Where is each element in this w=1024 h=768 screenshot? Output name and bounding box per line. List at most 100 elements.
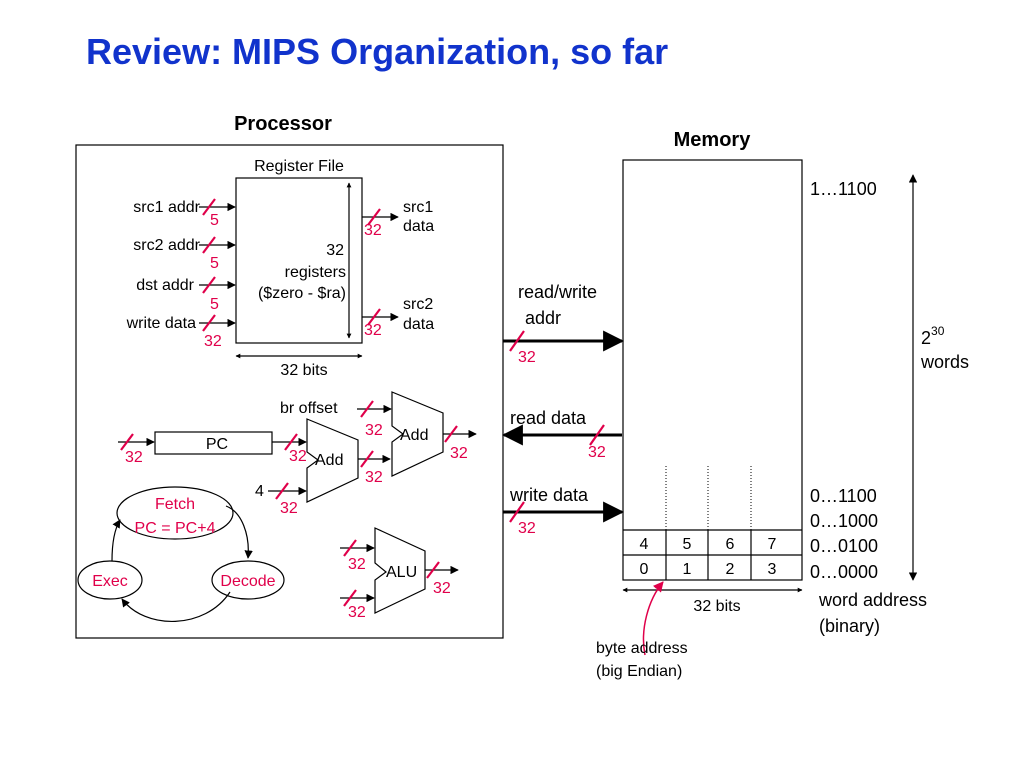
register-file-outputs: 32 src1 data 32 src2 data <box>362 199 434 339</box>
read-data-bus-slash <box>589 424 605 446</box>
address-label: 0…1000 <box>810 511 878 531</box>
register-width-label: 32 bits <box>280 362 327 379</box>
decode-to-exec-arrow <box>121 591 231 623</box>
branch-adder-label: Add <box>400 427 428 444</box>
pc-label: PC <box>206 436 228 453</box>
slide-title: Review: MIPS Organization, so far <box>86 31 669 72</box>
byte-cell: 3 <box>768 561 777 578</box>
alu-input1-bus-slash <box>343 539 357 557</box>
byte-cell: 7 <box>768 536 777 553</box>
memory-size-value: 230 <box>921 324 945 348</box>
register-file: Register File 32 registers ($zero - $ra)… <box>235 158 363 379</box>
branch-adder: br offset 32 Add 32 <box>280 391 477 477</box>
address-label: 0…0100 <box>810 536 878 556</box>
pc-input-bus-slash <box>120 433 134 451</box>
src2-data-line2: data <box>403 316 434 333</box>
fetch-to-decode-arrow <box>225 505 253 559</box>
alu-label: ALU <box>386 564 417 581</box>
memory-size-base: 2 <box>921 328 931 348</box>
pc-register <box>154 431 273 455</box>
read-data-bits: 32 <box>588 444 606 461</box>
src2-addr-label: src2 addr <box>133 237 200 254</box>
src1-addr-label: src1 addr <box>133 199 200 216</box>
branch-adder-shape <box>391 391 444 477</box>
memory-buses: read/write addr 32 read data 32 write da… <box>501 282 625 537</box>
dst-addr-bus-slash <box>202 276 216 294</box>
memory-size-exponent: 30 <box>931 324 945 338</box>
exec-label: Exec <box>92 573 128 590</box>
write-data-bus-bits: 32 <box>518 520 536 537</box>
register-file-box <box>235 177 363 344</box>
fetch-node <box>116 486 234 540</box>
br-offset-label: br offset <box>280 400 338 417</box>
processor-label: Processor <box>234 113 332 135</box>
byte-cell: 6 <box>726 536 735 553</box>
src2-data-bits: 32 <box>364 322 382 339</box>
word-address-label-line1: word address <box>818 590 927 610</box>
pc-adder: Add 4 32 32 <box>255 418 391 517</box>
src1-addr-bits: 5 <box>210 212 219 229</box>
src2-data-bus-slash <box>367 308 381 326</box>
register-range: ($zero - $ra) <box>258 285 346 302</box>
register-count: 32 <box>326 242 344 259</box>
src1-data-line1: src1 <box>403 199 433 216</box>
exec-node <box>77 560 143 600</box>
fetch-label: Fetch <box>155 496 195 513</box>
src2-data-line1: src2 <box>403 296 433 313</box>
processor-box <box>75 144 504 639</box>
alu-input1-bits: 32 <box>348 556 366 573</box>
exec-to-fetch-arrow <box>111 519 121 562</box>
write-data-bus-label: write data <box>509 485 589 505</box>
byte-address-label-line1: byte address <box>596 640 688 657</box>
memory-label: Memory <box>674 129 752 151</box>
dst-addr-bits: 5 <box>210 296 219 313</box>
pc-adder-const: 4 <box>255 483 264 500</box>
br-offset-bits: 32 <box>365 422 383 439</box>
rw-addr-label-line1: read/write <box>518 282 597 302</box>
pc-adder-const-bus-slash <box>275 482 289 500</box>
write-data-bits: 32 <box>204 333 222 350</box>
word-address-label-line2: (binary) <box>819 616 880 636</box>
decode-node <box>211 560 285 600</box>
pc-adder-const-bits: 32 <box>280 500 298 517</box>
byte-cell: 1 <box>683 561 692 578</box>
rw-addr-bus-slash <box>509 330 525 352</box>
pc-adder-label: Add <box>315 452 343 469</box>
br-offset-bus-slash <box>360 400 374 418</box>
address-label: 1…1100 <box>810 179 877 199</box>
byte-cell: 2 <box>726 561 735 578</box>
src1-data-bits: 32 <box>364 222 382 239</box>
memory-box <box>622 159 803 581</box>
write-data-label: write data <box>126 315 196 332</box>
pc-adder-output-bus-slash <box>360 450 374 468</box>
memory-size-unit: words <box>920 352 969 372</box>
write-data-bus-slash <box>509 501 525 523</box>
memory-width-label: 32 bits <box>693 598 740 615</box>
address-label: 0…1100 <box>810 486 877 506</box>
src2-addr-bits: 5 <box>210 255 219 272</box>
branch-adder-output-bus-slash <box>444 425 458 443</box>
src1-data-line2: data <box>403 218 434 235</box>
decode-label: Decode <box>220 573 275 590</box>
address-label: 0…0000 <box>810 562 878 582</box>
byte-cell: 0 <box>640 561 649 578</box>
instruction-cycle: Fetch PC = PC+4 Exec Decode <box>77 486 285 623</box>
branch-adder-output-bits: 32 <box>450 445 468 462</box>
pc-output-bus-slash <box>284 433 298 451</box>
read-data-label: read data <box>510 408 587 428</box>
src1-data-bus-slash <box>367 208 381 226</box>
alu-input2-bus-slash <box>343 589 357 607</box>
alu: 32 32 ALU 32 <box>340 527 459 621</box>
byte-address-label-line2: (big Endian) <box>596 663 682 680</box>
src2-addr-bus-slash <box>202 236 216 254</box>
pc-input-bits: 32 <box>125 449 143 466</box>
pc-adder-output-bits: 32 <box>365 469 383 486</box>
src1-addr-bus-slash <box>202 198 216 216</box>
register-desc: registers <box>285 264 346 281</box>
rw-addr-label-line2: addr <box>525 308 561 328</box>
byte-cell: 5 <box>683 536 692 553</box>
fetch-action: PC = PC+4 <box>135 520 216 537</box>
pc-output-bits: 32 <box>289 448 307 465</box>
alu-output-bus-slash <box>426 561 440 579</box>
